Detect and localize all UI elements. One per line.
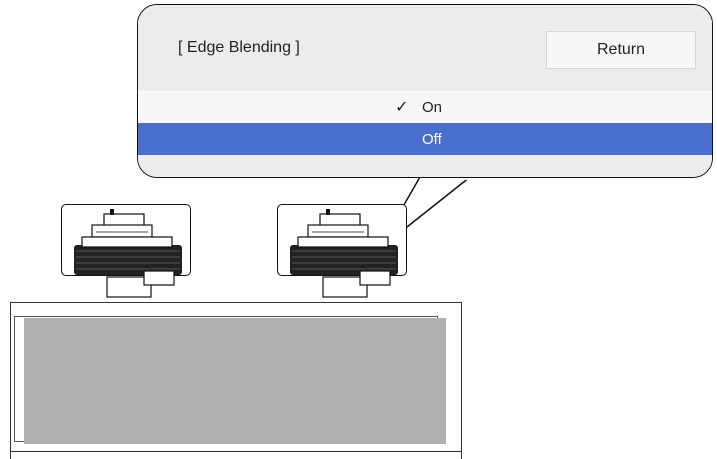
projected-image [24, 318, 446, 444]
option-label: On [422, 98, 443, 116]
return-button[interactable]: Return [546, 31, 696, 69]
menu-header: [ Edge Blending ] Return [138, 5, 712, 91]
option-on[interactable]: ✓ On [138, 91, 712, 123]
option-off[interactable]: Off [138, 123, 712, 155]
option-label: Off [422, 130, 442, 148]
edge-blending-menu: [ Edge Blending ] Return ✓ On Off [137, 4, 713, 178]
projector-left-panel [61, 204, 191, 298]
projector-icon [290, 209, 398, 298]
checkmark-icon: ✓ [395, 99, 409, 116]
screen-leg [10, 452, 11, 459]
menu-footer [138, 155, 712, 177]
menu-title: [ Edge Blending ] [178, 39, 300, 56]
screen-leg [461, 452, 462, 459]
projector-right-panel [277, 204, 407, 298]
projector-icon [74, 209, 182, 298]
